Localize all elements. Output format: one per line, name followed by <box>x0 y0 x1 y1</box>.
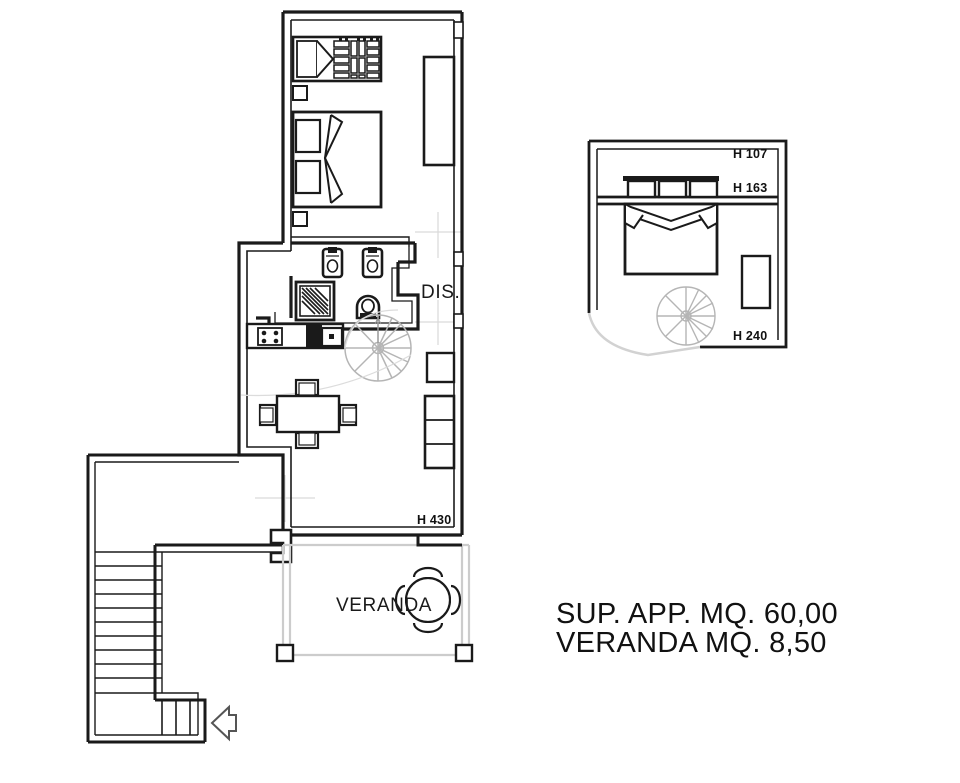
wardrobe <box>291 35 383 83</box>
inset-pillow-right <box>657 179 688 199</box>
double-bed <box>291 110 383 209</box>
summary-block: SUP. APP. MQ. 60,00 VERANDA MQ. 8,50 <box>556 598 838 659</box>
dining-chairs <box>258 378 358 450</box>
cabinet <box>423 394 456 470</box>
inset-double-bed <box>623 176 719 276</box>
terrace-walls <box>86 453 283 744</box>
kitchen-stove <box>257 327 283 346</box>
inset-nightstand <box>740 254 772 310</box>
veranda-label: VERANDA <box>336 595 432 616</box>
detail-inset-group: H 107 H 163 H 240 <box>587 139 788 357</box>
inset-height-top-label: H 107 <box>733 147 767 161</box>
side-table <box>425 351 456 384</box>
inset-height-bottom-label: H 240 <box>733 329 767 343</box>
kitchen-counter <box>245 322 345 350</box>
inset-inner-wall-face <box>596 148 779 340</box>
veranda-height-label: H 430 <box>417 513 451 527</box>
hallway-label: DIS. <box>421 282 460 303</box>
shower <box>294 280 336 322</box>
wall-niches <box>292 85 308 227</box>
inset-curved-boundary <box>587 312 701 357</box>
inset-pillow-left <box>626 179 657 199</box>
dining-table <box>275 394 341 434</box>
bedroom-bathroom-wall-face <box>291 236 410 247</box>
washbasin-right <box>361 247 384 279</box>
kitchen-cabinet <box>306 325 322 348</box>
inset-spiral-staircase <box>656 286 716 346</box>
inset-outer-walls <box>587 139 788 349</box>
round-table <box>394 566 462 634</box>
entrance-arrow <box>210 704 237 742</box>
inset-pillow-extra <box>688 179 719 199</box>
main-plan-group: DIS. VERANDA H 430 <box>86 10 474 744</box>
sofa <box>422 55 456 167</box>
window-openings-right-wall <box>453 21 464 329</box>
summary-line-1: SUP. APP. MQ. 60,00 <box>556 598 838 630</box>
inset-height-middle-label: H 163 <box>733 181 767 195</box>
veranda <box>275 535 474 663</box>
apartment-inner-wall-face <box>246 19 455 528</box>
summary-line-2: VERANDA MQ. 8,50 <box>556 627 827 659</box>
washbasin-left <box>321 247 344 279</box>
entrance-door-jamb <box>269 528 293 564</box>
external-staircase <box>95 551 191 735</box>
spiral-staircase <box>240 309 412 397</box>
